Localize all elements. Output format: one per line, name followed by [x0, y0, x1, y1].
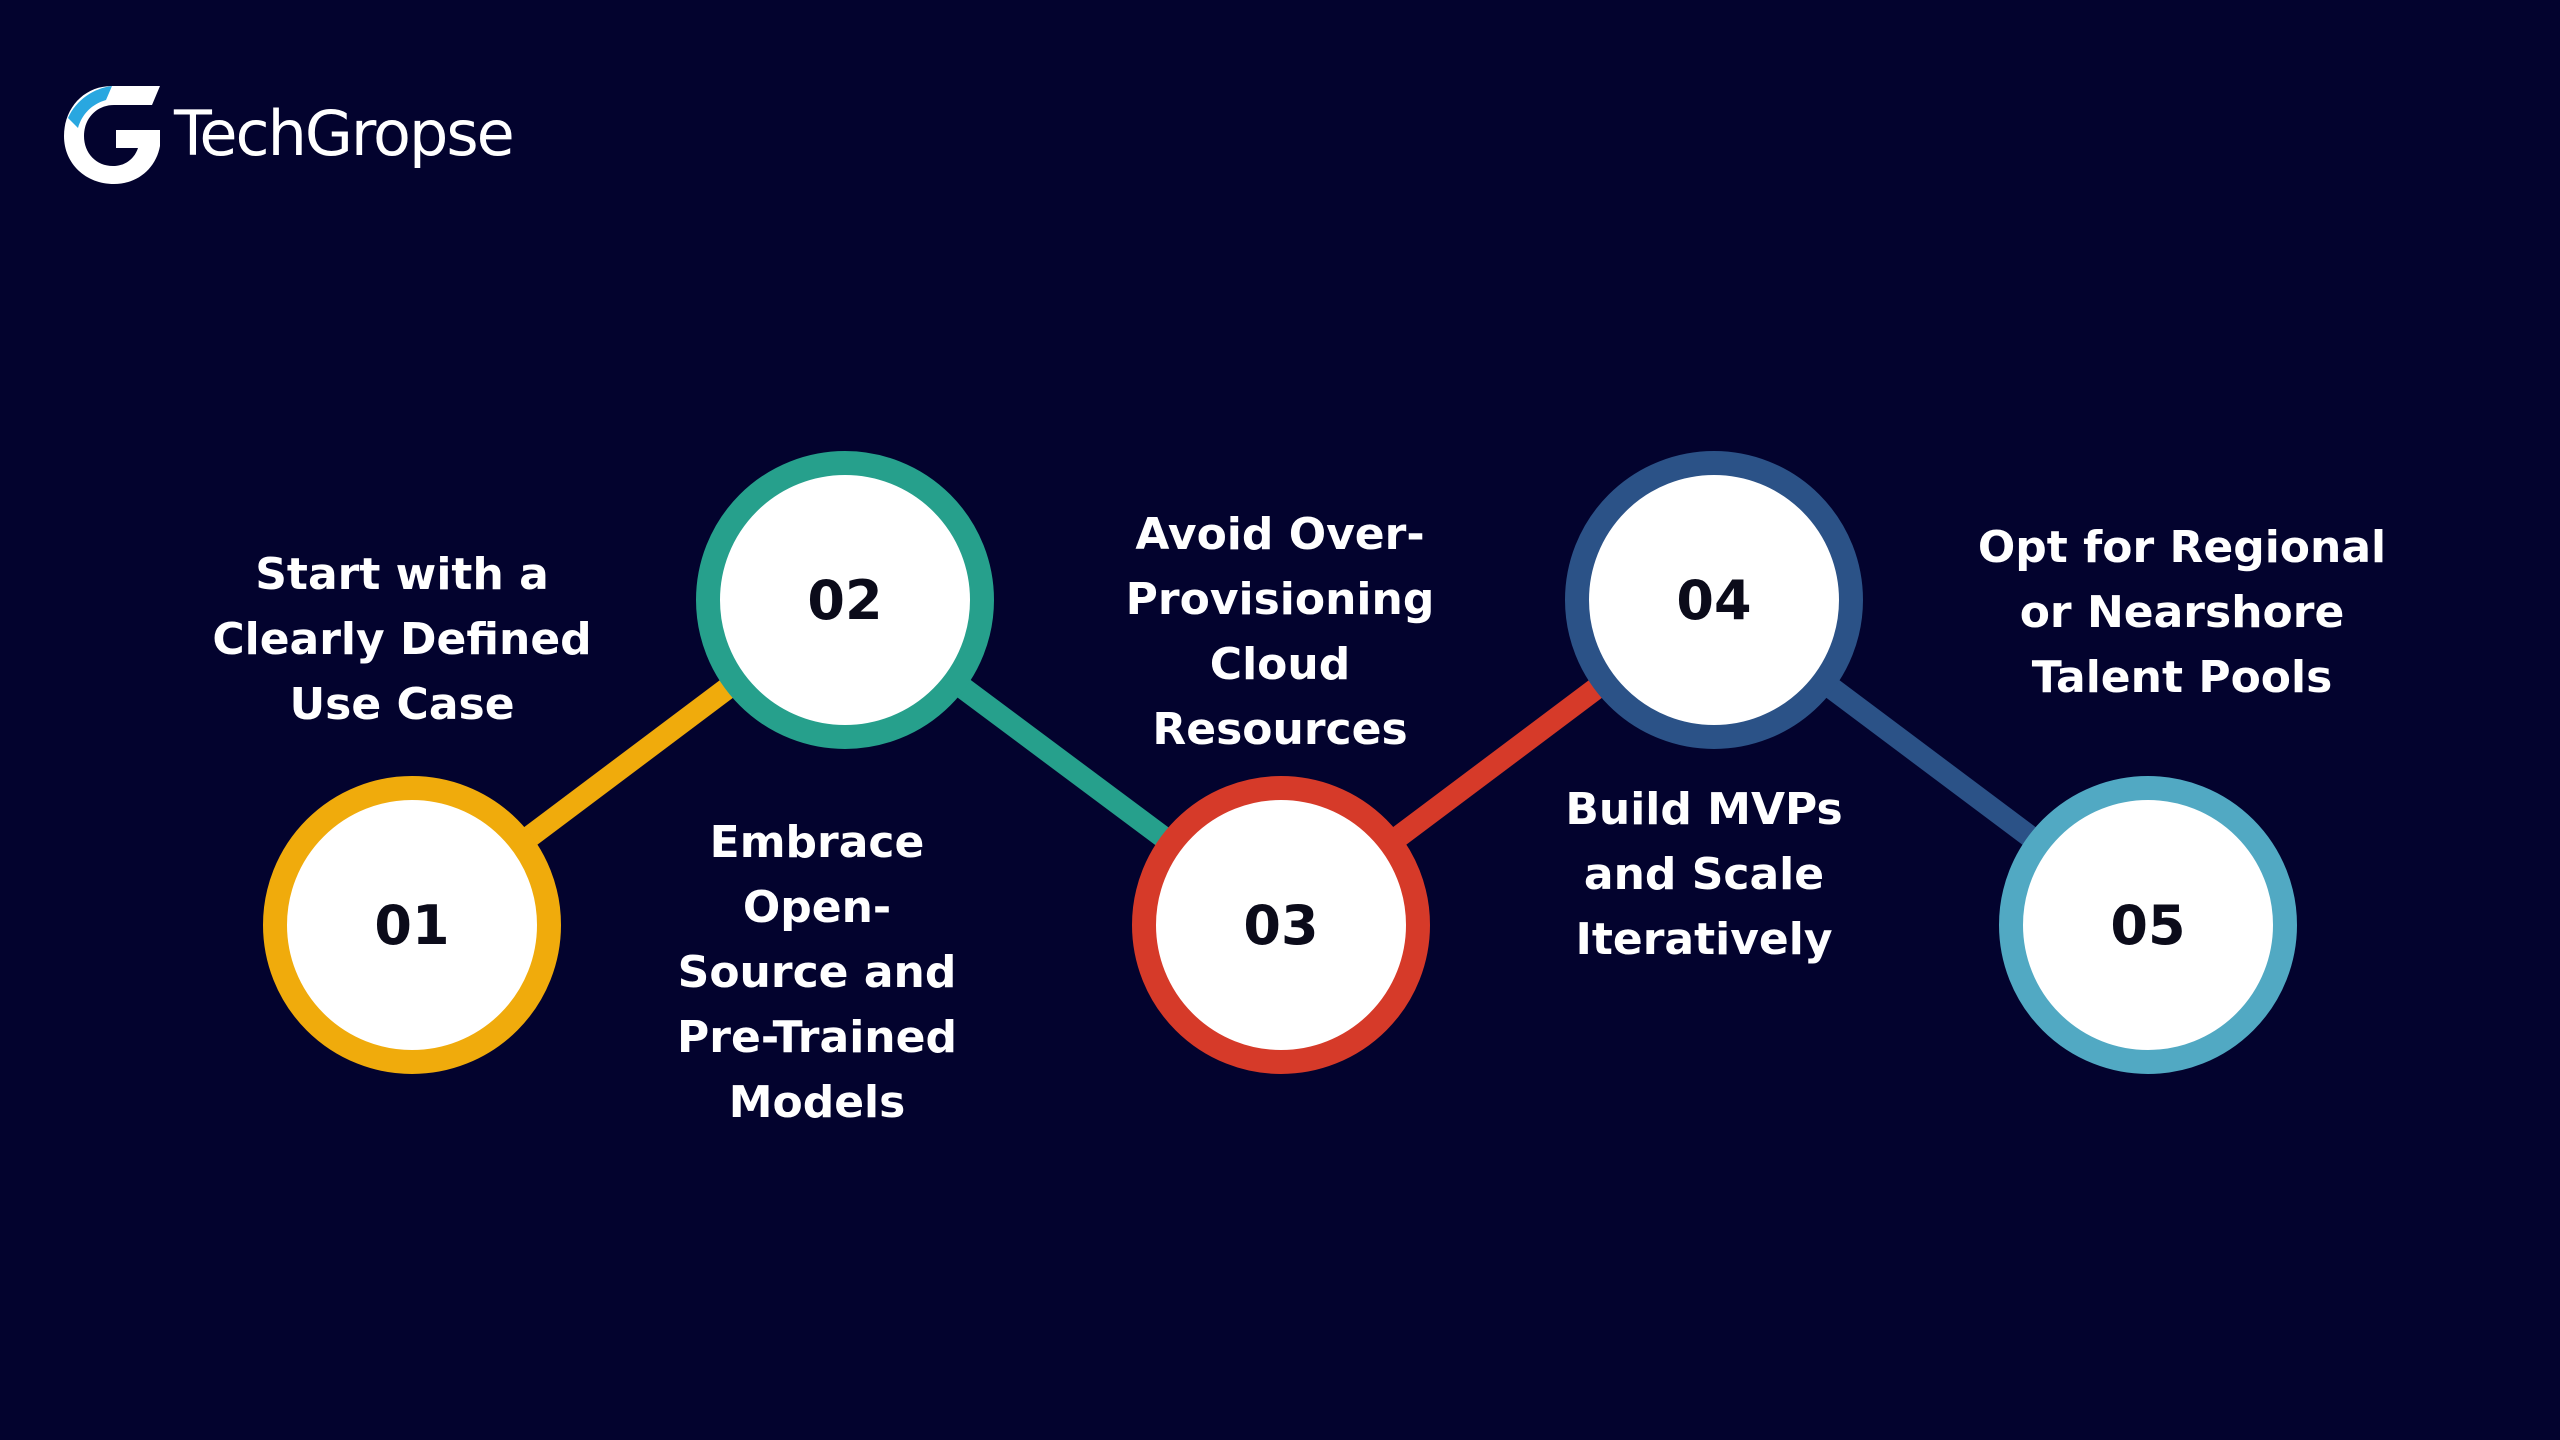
step-circle-1 — [263, 776, 561, 1074]
step-label-1: Start with a Clearly Defined Use Case — [212, 549, 592, 730]
step-circle-2 — [696, 451, 994, 749]
brand-logo: TechGropse — [56, 78, 515, 190]
step-label-5: Opt for Regional or Nearshore Talent Poo… — [1977, 522, 2387, 703]
brand-name: TechGropse — [174, 97, 515, 170]
step-number-5: 05 — [2110, 893, 2186, 957]
g-logo-icon — [64, 86, 160, 184]
step-number-1: 01 — [374, 893, 450, 957]
step-number-4: 04 — [1676, 568, 1752, 632]
step-circle-4 — [1565, 451, 1863, 749]
step-circles — [263, 451, 2297, 1074]
step-circle-5 — [1999, 776, 2297, 1074]
step-number-3: 03 — [1243, 893, 1319, 957]
step-label-4: Build MVPs and Scale Iteratively — [1565, 784, 1843, 965]
step-label-3: Avoid Over- Provisioning Cloud Resources — [1125, 509, 1435, 755]
step-circle-3 — [1132, 776, 1430, 1074]
step-number-2: 02 — [807, 568, 883, 632]
step-label-2: Embrace Open- Source and Pre-Trained Mod… — [677, 817, 957, 1128]
